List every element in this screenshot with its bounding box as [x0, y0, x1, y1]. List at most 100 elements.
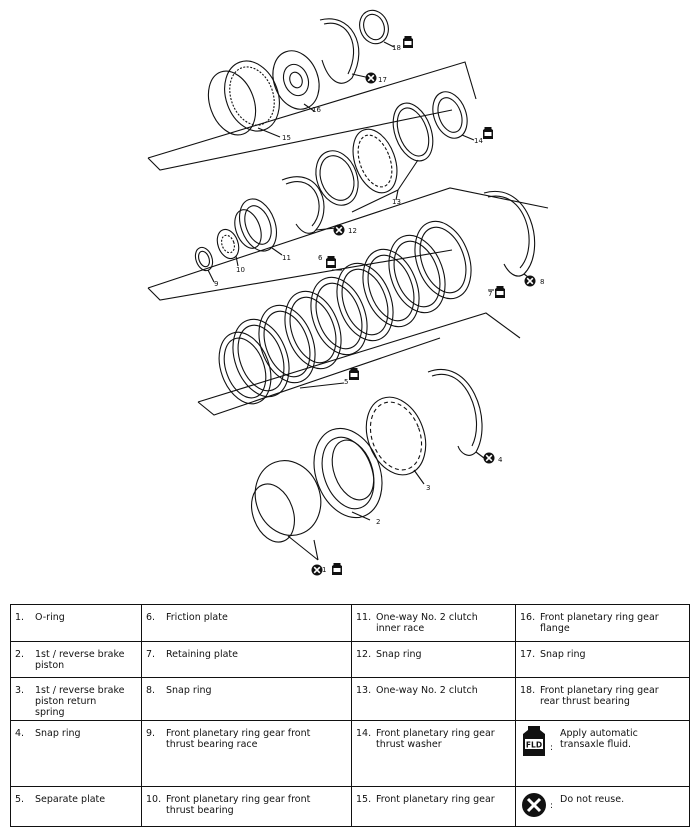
legend-text: Front planetary ring gear front thrust b… [166, 728, 311, 750]
svg-text::: : [550, 801, 553, 811]
legend-text: Front planetary ring gear rear thrust be… [540, 685, 659, 707]
svg-text::: : [550, 743, 553, 753]
callout-1: 1 [322, 566, 326, 574]
legend-row: 3. 1st / reverse brake piston return spri… [10, 677, 690, 721]
do-not-reuse-icon [364, 71, 378, 85]
legend-cell-fluid: FLD : Apply automatic transaxle fluid. [515, 720, 690, 787]
do-not-reuse-icon [482, 451, 496, 465]
legend-number: 16. [520, 612, 536, 623]
legend-cell: 15. Front planetary ring gear [351, 786, 516, 827]
fluid-bottle-icon [332, 563, 342, 575]
legend-text: Separate plate [35, 794, 106, 805]
legend-number: 5. [15, 794, 25, 805]
legend-text: Front planetary ring gear flange [540, 612, 659, 634]
legend-cell: 16. Front planetary ring gear flange [515, 604, 690, 642]
callout-15: 15 [282, 134, 291, 142]
legend-number: 4. [15, 728, 25, 739]
legend-text: Apply automatic transaxle fluid. [560, 728, 638, 750]
legend-number: 13. [356, 685, 372, 696]
legend-cell: 7. Retaining plate [141, 641, 352, 678]
legend-row: 4. Snap ring 9. Front planetary ring gear … [10, 720, 690, 787]
legend-number: 12. [356, 649, 372, 660]
legend-text: Snap ring [35, 728, 81, 739]
legend-number: 18. [520, 685, 536, 696]
legend-text: Retaining plate [166, 649, 238, 660]
legend-cell: 4. Snap ring [10, 720, 142, 787]
legend-text: Front planetary ring gear [376, 794, 495, 805]
callout-9: 9 [214, 280, 218, 288]
legend-number: 6. [146, 612, 156, 623]
legend-number: 3. [15, 685, 25, 696]
legend-cell: 9. Front planetary ring gear front thrust… [141, 720, 352, 787]
legend-number: 15. [356, 794, 372, 805]
legend-row: 5. Separate plate 10. Front planetary ring… [10, 786, 690, 827]
legend-cell: 12. Snap ring [351, 641, 516, 678]
fluid-bottle-icon [326, 256, 336, 268]
legend-cell: 2. 1st / reverse brake piston [10, 641, 142, 678]
callout-8: 8 [540, 278, 544, 286]
legend-cell: 11. One-way No. 2 clutch inner race [351, 604, 516, 642]
legend-text: 1st / reverse brake piston [35, 649, 125, 671]
callout-17: 17 [378, 76, 387, 84]
legend-text: Snap ring [540, 649, 586, 660]
legend-number: 1. [15, 612, 25, 623]
callout-6: 6 [318, 254, 323, 262]
fluid-bottle-icon [403, 36, 413, 48]
exploded-view-diagram: 18 17 16 15 14 13 12 11 10 9 8 7 6 5 4 3… [147, 9, 549, 577]
legend-number: 8. [146, 685, 156, 696]
do-not-reuse-icon [523, 274, 537, 288]
legend-text: Snap ring [376, 649, 422, 660]
legend-cell: 13. One-way No. 2 clutch [351, 677, 516, 721]
fluid-bottle-icon [495, 286, 505, 298]
legend-cell: 3. 1st / reverse brake piston return spri… [10, 677, 142, 721]
legend-number: 17. [520, 649, 536, 660]
legend-cell: 17. Snap ring [515, 641, 690, 678]
legend-row: 1. O-ring 6. Friction plate 11. One-way No.… [10, 604, 690, 642]
legend-number: 11. [356, 612, 372, 623]
legend-cell: 1. O-ring [10, 604, 142, 642]
callout-12: 12 [348, 227, 357, 235]
legend-text: Friction plate [166, 612, 228, 623]
do-not-reuse-icon: : [522, 793, 553, 817]
legend-cell: 6. Friction plate [141, 604, 352, 642]
callout-13: 13 [392, 198, 401, 206]
legend-row: 2. 1st / reverse brake piston 7. Retaining… [10, 641, 690, 678]
legend-text: Front planetary ring gear front thrust b… [166, 794, 311, 816]
legend-number: 9. [146, 728, 156, 739]
legend-cell: 5. Separate plate [10, 786, 142, 827]
callout-2: 2 [376, 518, 380, 526]
diagram-linework [147, 9, 549, 561]
parts-legend-table: 1. O-ring 6. Friction plate 11. One-way No.… [10, 604, 690, 827]
legend-number: 14. [356, 728, 372, 739]
do-not-reuse-icon [310, 563, 324, 577]
callout-14: 14 [474, 137, 483, 145]
legend-cell: 18. Front planetary ring gear rear thrust… [515, 677, 690, 721]
legend-text: Front planetary ring gear thrust washer [376, 728, 495, 750]
legend-number: 10. [146, 794, 162, 805]
callout-11: 11 [282, 254, 291, 262]
legend-cell: 14. Front planetary ring gear thrust wash… [351, 720, 516, 787]
legend-number: 2. [15, 649, 25, 660]
legend-text: One-way No. 2 clutch [376, 685, 478, 696]
do-not-reuse-icon [332, 223, 346, 237]
fluid-bottle-icon: FLD : [523, 726, 553, 756]
callout-10: 10 [236, 266, 245, 274]
fluid-bottle-label: FLD [526, 741, 542, 750]
callout-3: 3 [426, 484, 430, 492]
callout-4: 4 [498, 456, 503, 464]
callout-16: 16 [312, 106, 321, 114]
fluid-bottle-icon [349, 368, 359, 380]
legend-number: 7. [146, 649, 156, 660]
fluid-bottle-icon [483, 127, 493, 139]
legend-text: O-ring [35, 612, 65, 623]
legend-text: 1st / reverse brake piston return spring [35, 685, 125, 718]
legend-text: Do not reuse. [560, 794, 625, 805]
callout-18: 18 [392, 44, 401, 52]
legend-text: Snap ring [166, 685, 212, 696]
callout-7: 7 [488, 290, 492, 298]
legend-cell: 10. Front planetary ring gear front thrus… [141, 786, 352, 827]
legend-cell-no-reuse: : Do not reuse. [515, 786, 690, 827]
callout-5: 5 [344, 378, 348, 386]
legend-cell: 8. Snap ring [141, 677, 352, 721]
legend-text: One-way No. 2 clutch inner race [376, 612, 478, 634]
